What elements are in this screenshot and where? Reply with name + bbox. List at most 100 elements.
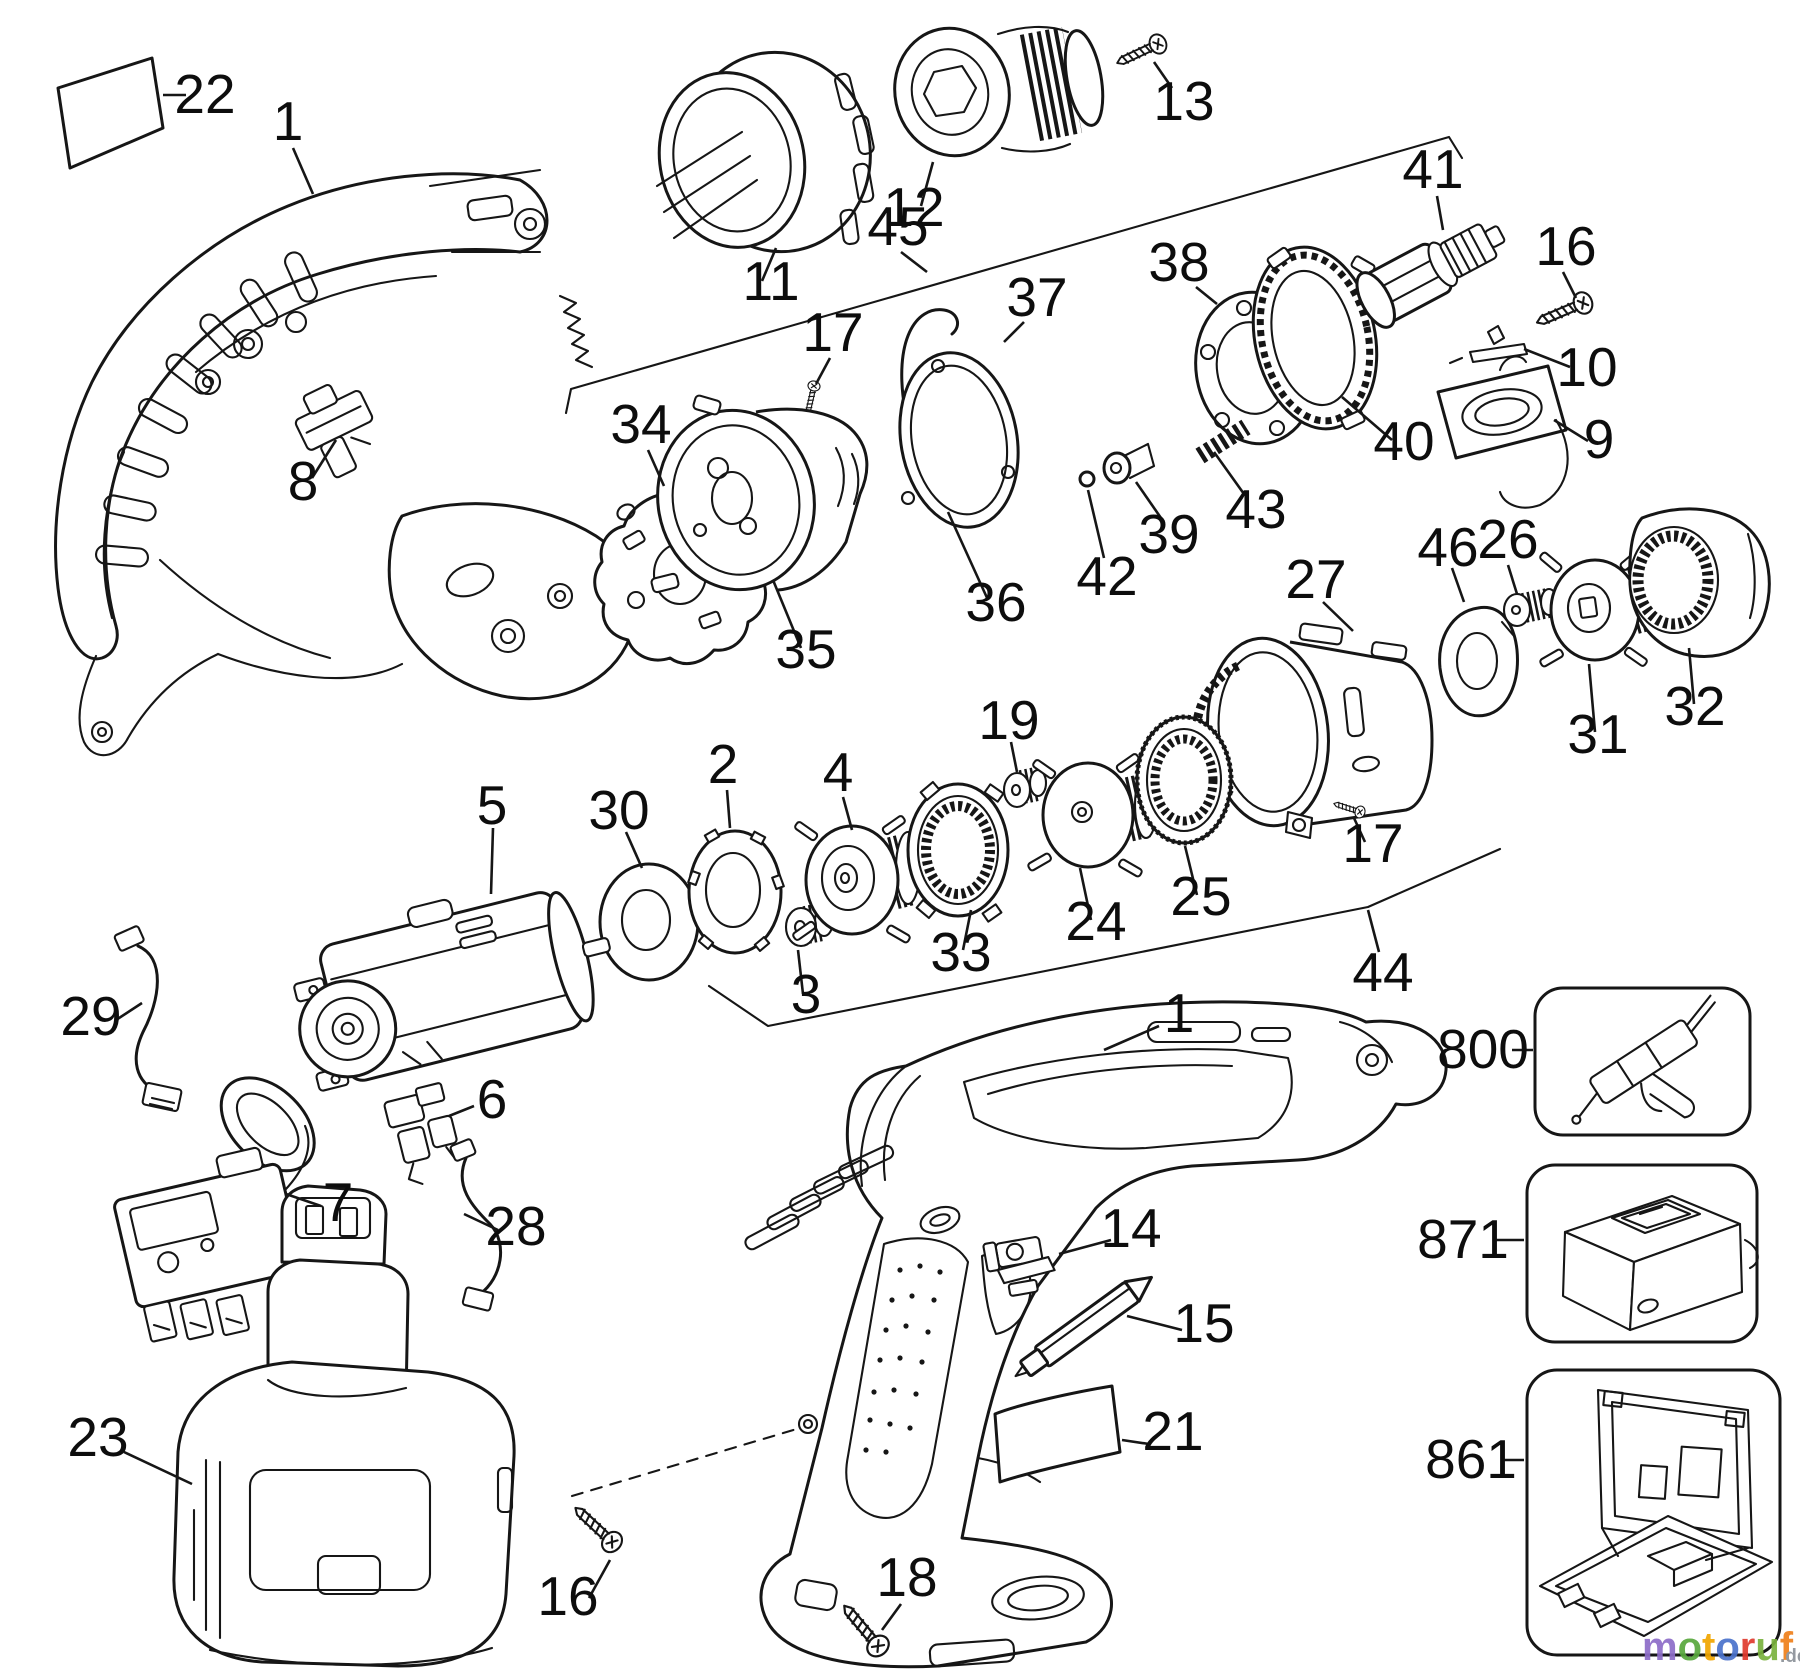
leader-line [1009,741,1019,773]
part-13-screw [1112,30,1171,73]
part-14-clip [982,1236,1056,1297]
part-label-871: 871 [1417,1208,1509,1270]
part-label-8: 8 [288,450,319,512]
part-label-5: 5 [477,774,508,836]
part-9-lock-plate [1436,355,1569,509]
part-label-21: 21 [1142,1400,1203,1462]
part-2-clutch-plate [687,828,785,955]
part-label-22: 22 [174,63,235,125]
part-16-screw-top [1531,288,1597,334]
part-42-ball [1078,470,1096,488]
watermark-logo: motoruf .de [1642,1625,1800,1669]
part-label-19: 19 [978,689,1039,751]
leader-line [814,357,832,385]
part-4-carrier-gear [790,813,922,945]
part-11-chuck-sleeve [655,50,875,254]
part-label-43: 43 [1225,478,1286,540]
leader-line [946,511,990,601]
part-label-24: 24 [1065,890,1126,952]
part-label-41: 41 [1402,138,1463,200]
leader-line [1366,909,1381,953]
leader-line [1212,451,1246,495]
leader-line [285,1192,322,1208]
part-label-16-top: 16 [1535,215,1596,277]
part-37-wire-hook [900,308,960,412]
part-label-29: 29 [60,985,121,1047]
part-22-label-sticker [56,56,165,170]
part-label-11: 11 [742,250,799,312]
leader-line [900,250,928,274]
part-label-26: 26 [1477,508,1538,570]
part-label-27: 27 [1285,548,1346,610]
part-1-drill-body [744,1000,1448,1669]
leader-line [1152,61,1174,89]
part-label-37: 37 [1006,266,1067,328]
part-40-lock-ring [1251,245,1379,431]
leader-line [1058,1238,1112,1256]
leader-line [1587,663,1597,733]
part-label-13: 13 [1153,70,1214,132]
subassembly-bracket-45 [564,135,1464,415]
leader-line [771,579,803,649]
leader-line [624,831,644,869]
part-label-31: 31 [1567,703,1628,765]
part-7-switch [113,1076,316,1343]
part-label-40: 40 [1373,410,1434,472]
leader-line [919,161,935,207]
leader-lines [115,61,1696,1631]
leader-line [796,949,805,995]
part-label-10: 10 [1556,336,1617,398]
leader-line [1523,347,1571,369]
screw-16-dashed-line [570,1426,802,1498]
part-label-36: 36 [965,571,1026,633]
part-label-18: 18 [876,1546,937,1608]
part-6-brush-holder [383,1082,458,1185]
part-label-12: 12 [883,176,944,238]
part-label-17-front: 17 [802,301,863,363]
part-label-44: 44 [1352,941,1413,1003]
part-29-wire [113,925,183,1112]
leader-line [1195,285,1218,306]
part-32-ring-gear [1628,507,1771,658]
part-30-washer [598,862,700,982]
part-label-34: 34 [610,393,671,455]
leader-line [1183,845,1199,896]
part-label-33: 33 [930,921,991,983]
subassembly-bracket-44 [707,847,1502,1028]
part-21-label-sticker [993,1384,1122,1484]
part-12-chuck [893,25,1105,158]
grip-stipple [863,1263,943,1455]
leader-line [1086,489,1106,559]
leader-line [587,1559,612,1599]
accessory-box-861-kit-case [1525,1368,1782,1657]
leader-line [1450,567,1466,603]
leader-line [1352,817,1367,843]
accessory-box-800-grease [1533,986,1752,1137]
leader-line [1561,271,1578,299]
accessory-box-871-charger [1525,1163,1759,1344]
part-5-motor [293,891,611,1092]
part-label-15: 15 [1173,1292,1234,1354]
part-label-1-body: 1 [1164,982,1195,1044]
leader-line [1121,1438,1150,1446]
leader-line [463,1212,499,1232]
part-8-latch [294,383,374,479]
leader-line [1553,418,1589,443]
part-label-2: 2 [708,733,739,795]
part-label-861: 861 [1425,1428,1517,1490]
part-27-gear-housing [1191,622,1434,840]
part-label-4: 4 [823,741,854,803]
leader-line [1126,1314,1183,1332]
part-label-28: 28 [485,1195,546,1257]
part-28-wire [449,1138,503,1312]
part-35-gear-case [650,394,869,594]
leader-line [310,439,338,479]
leader-line [1687,647,1696,705]
part-46-washer [1438,605,1519,718]
part-33-ring-gear [906,780,1010,923]
leader-line [291,147,315,195]
part-label-45: 45 [867,195,928,257]
leader-line [760,247,778,282]
